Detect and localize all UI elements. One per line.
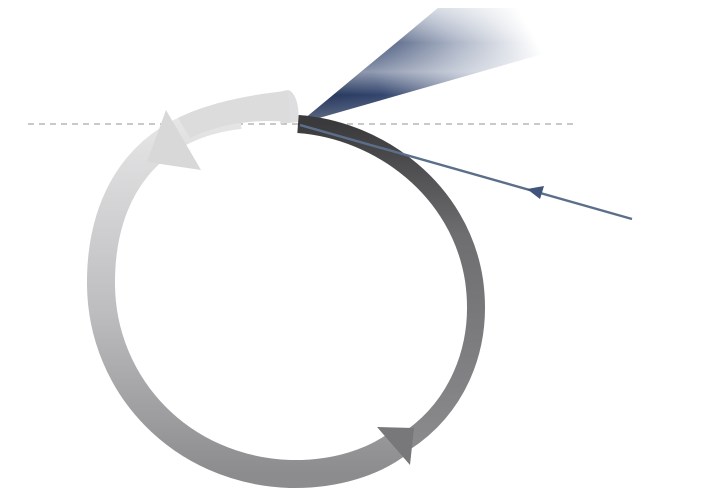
circular-path-right xyxy=(297,115,485,450)
outgoing-beam-highlight xyxy=(298,8,703,124)
ccw-arrowhead xyxy=(147,110,201,170)
incoming-ray xyxy=(299,123,633,221)
incoming-ray-arrowhead xyxy=(527,186,544,199)
cw-arrowhead xyxy=(377,427,414,465)
circular-path-top-band xyxy=(178,91,290,138)
circular-path-left xyxy=(86,101,409,489)
